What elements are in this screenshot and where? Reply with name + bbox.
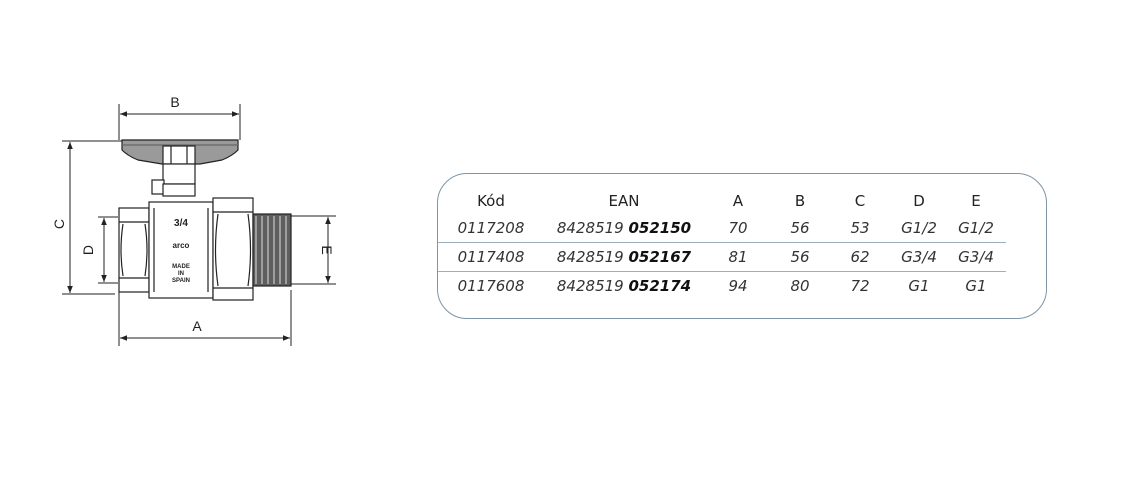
table-header-row: Kód EAN A B C D E <box>438 188 1006 214</box>
cell-a: 70 <box>728 219 748 237</box>
table-row: 0117208 8428519 052150 70 56 53 G1/2 G1/… <box>438 214 1006 243</box>
cell-c: 72 <box>828 271 892 300</box>
header-b: B <box>794 192 806 210</box>
dim-label-d: D <box>80 245 96 255</box>
valve-body <box>118 139 292 301</box>
thread-pattern <box>255 216 287 284</box>
spec-table: Kód EAN A B C D E 0117208 8428519 052150… <box>438 188 1006 300</box>
cell-kod: 0117608 <box>438 271 544 300</box>
dim-label-b: B <box>170 94 179 110</box>
ean-suffix: 052150 <box>628 219 692 237</box>
body-mark-origin-1: MADE <box>172 264 190 270</box>
table-row: 0117608 8428519 052174 94 80 72 G1 G1 <box>438 271 1006 300</box>
body-mark-origin-3: SPAIN <box>172 278 190 284</box>
header-kod: Kód <box>477 192 505 210</box>
ean-prefix: 8428519 <box>556 277 624 295</box>
cell-ean: 8428519 052167 <box>544 242 704 272</box>
dim-label-c: C <box>51 219 67 229</box>
body-mark-origin-2: IN <box>178 271 184 277</box>
cell-kod: 0117208 <box>457 219 525 237</box>
dimension-e <box>290 215 336 285</box>
cell-ean: 8428519 052174 <box>544 271 704 300</box>
cell-c: 62 <box>828 242 892 272</box>
cell-b: 56 <box>772 242 828 272</box>
cell-b: 80 <box>772 271 828 300</box>
cell-d: G3/4 <box>892 242 946 272</box>
dimension-d <box>98 216 118 284</box>
valve-drawing: B C D E A <box>51 94 336 346</box>
cell-e: G1/2 <box>958 219 994 237</box>
cell-e: G1 <box>946 271 1006 300</box>
ean-prefix: 8428519 <box>556 219 624 237</box>
body-mark-brand: arco <box>173 241 190 250</box>
body-mark-size: 3/4 <box>174 218 188 229</box>
cell-d: G1/2 <box>901 219 937 237</box>
cell-a: 94 <box>704 271 772 300</box>
header-c: C <box>854 192 866 210</box>
header-ean: EAN <box>608 192 640 210</box>
cell-kod: 0117408 <box>438 242 544 272</box>
header-a: A <box>732 192 744 210</box>
cell-b: 56 <box>790 219 810 237</box>
cell-a: 81 <box>704 242 772 272</box>
cell-e: G3/4 <box>946 242 1006 272</box>
dimension-b <box>118 104 241 140</box>
ean-suffix: 052174 <box>628 277 692 295</box>
ean-suffix: 052167 <box>628 248 692 266</box>
cell-d: G1 <box>892 271 946 300</box>
dimension-a <box>118 290 292 346</box>
cell-c: 53 <box>850 219 870 237</box>
dim-label-a: A <box>192 318 202 334</box>
table-row: 0117408 8428519 052167 81 56 62 G3/4 G3/… <box>438 242 1006 272</box>
cell-ean: 8428519 052150 <box>544 214 704 243</box>
header-e: E <box>971 192 981 210</box>
header-d: D <box>913 192 925 210</box>
dim-label-e: E <box>319 245 335 254</box>
spec-table-panel: Kód EAN A B C D E 0117208 8428519 052150… <box>437 173 1047 319</box>
ean-prefix: 8428519 <box>556 248 624 266</box>
